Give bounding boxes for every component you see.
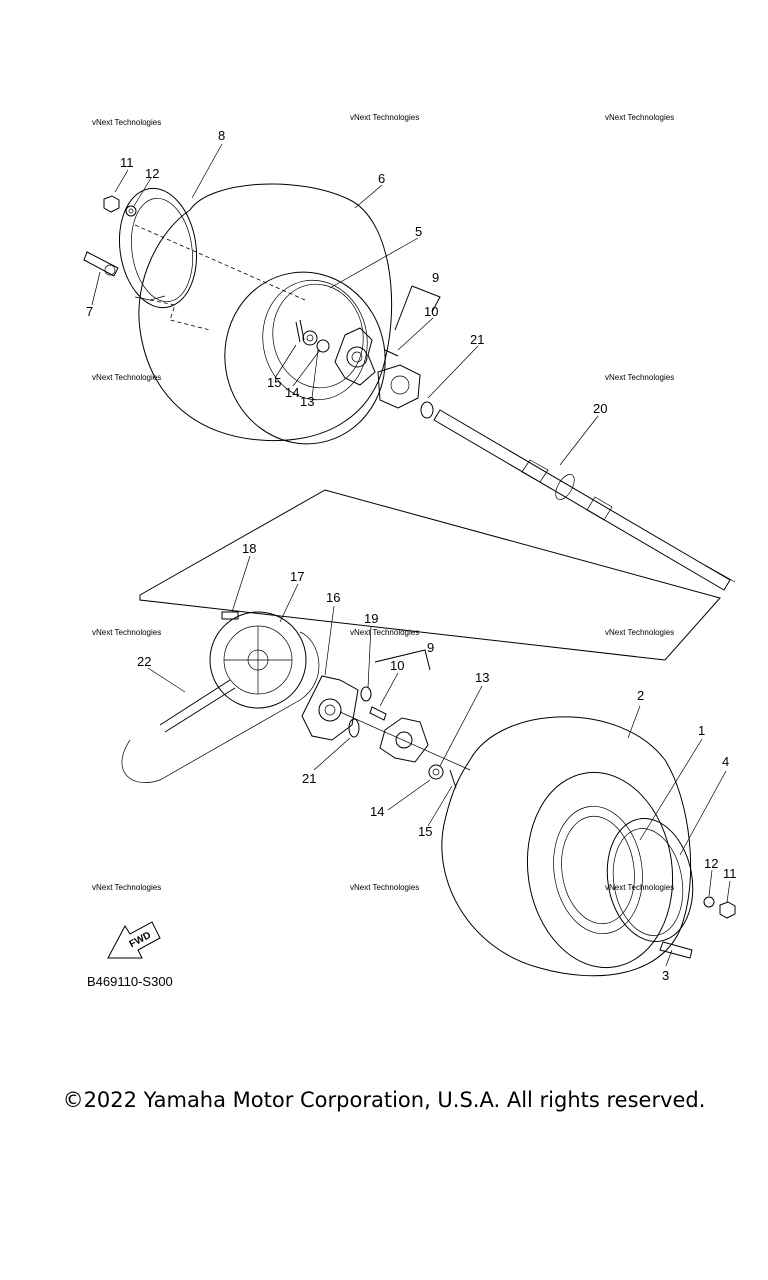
- nut-13-lower: [428, 764, 444, 780]
- fwd-arrow-icon: FWD: [107, 921, 161, 959]
- bolt-10-lower: [369, 706, 387, 721]
- watermark: vNext Technologies: [92, 628, 161, 637]
- watermark: vNext Technologies: [605, 113, 674, 122]
- bearing-housing-upper: [377, 349, 421, 409]
- callout-17: 17: [290, 569, 304, 584]
- drive-chain: [121, 631, 320, 783]
- leader-lines: [91, 143, 731, 967]
- sprocket: [209, 611, 307, 709]
- callout-21-lower: 21: [302, 771, 316, 786]
- washer-left: [125, 205, 137, 217]
- callout-16: 16: [326, 590, 340, 605]
- callout-7: 7: [86, 304, 93, 319]
- callout-2: 2: [637, 688, 644, 703]
- watermark: vNext Technologies: [350, 883, 419, 892]
- washer-14-upper: [316, 339, 330, 353]
- nut-right: [719, 901, 736, 919]
- bolt-18: [221, 611, 239, 620]
- rim-right: [606, 818, 694, 942]
- watermarks: vNext Technologies vNext Technologies vN…: [92, 113, 674, 892]
- callout-1: 1: [698, 723, 705, 738]
- watermark: vNext Technologies: [605, 883, 674, 892]
- callout-12-right: 12: [704, 856, 718, 871]
- o-ring-lower: [348, 718, 360, 738]
- callout-9: 9: [432, 270, 439, 285]
- tire-left: [138, 183, 393, 445]
- assembly-outline: [139, 489, 721, 661]
- callout-14: 14: [285, 385, 299, 400]
- watermark: vNext Technologies: [92, 118, 161, 127]
- hub-lower: [379, 717, 429, 763]
- watermark: vNext Technologies: [605, 628, 674, 637]
- callout-4: 4: [722, 754, 729, 769]
- callout-8: 8: [218, 128, 225, 143]
- bracket-9-upper: [394, 285, 441, 331]
- cotter-pin-15-lower: [449, 769, 457, 789]
- valve-stem-left: [83, 251, 119, 277]
- callout-10-lower: 10: [390, 658, 404, 673]
- callout-10: 10: [424, 304, 438, 319]
- sprocket-hub: [301, 675, 359, 741]
- callout-21: 21: [470, 332, 484, 347]
- callout-12: 12: [145, 166, 159, 181]
- rear-axle: [433, 409, 736, 591]
- copyright-notice: ©2022 Yamaha Motor Corporation, U.S.A. A…: [62, 1088, 706, 1112]
- callout-18: 18: [242, 541, 256, 556]
- nut-left: [103, 195, 120, 213]
- callout-20: 20: [593, 401, 607, 416]
- callout-6: 6: [378, 171, 385, 186]
- callout-22: 22: [137, 654, 151, 669]
- callout-15-lower: 15: [418, 824, 432, 839]
- tire-right: [441, 716, 692, 977]
- callout-11: 11: [120, 155, 134, 170]
- nut-13-upper: [302, 330, 318, 346]
- watermark: vNext Technologies: [350, 113, 419, 122]
- diagram-code: B469110-S300: [87, 974, 173, 989]
- watermark: vNext Technologies: [350, 628, 419, 637]
- callout-14-lower: 14: [370, 804, 384, 819]
- rim-left: [118, 187, 198, 309]
- washer-right: [703, 896, 715, 908]
- callout-3: 3: [662, 968, 669, 983]
- callout-5: 5: [415, 224, 422, 239]
- callout-13: 13: [300, 394, 314, 409]
- hub-upper: [334, 327, 376, 386]
- watermark: vNext Technologies: [92, 373, 161, 382]
- watermark: vNext Technologies: [92, 883, 161, 892]
- callouts: 8 11 12 6 5 9 7 10 21 15 14 13 20 18 17 …: [86, 128, 737, 983]
- callout-9-lower: 9: [427, 640, 434, 655]
- valve-stem-right: [659, 941, 693, 959]
- washer-19: [360, 686, 372, 702]
- callout-15: 15: [267, 375, 281, 390]
- bracket-9-lower: [374, 649, 431, 671]
- watermark: vNext Technologies: [605, 373, 674, 382]
- assembly-line-upper: [134, 224, 306, 331]
- o-ring-upper: [420, 401, 434, 419]
- callout-19: 19: [364, 611, 378, 626]
- cotter-pin-15-upper: [295, 319, 305, 343]
- callout-13-lower: 13: [475, 670, 489, 685]
- callout-11-right: 11: [723, 866, 737, 881]
- assembly-line-lower: [339, 711, 471, 771]
